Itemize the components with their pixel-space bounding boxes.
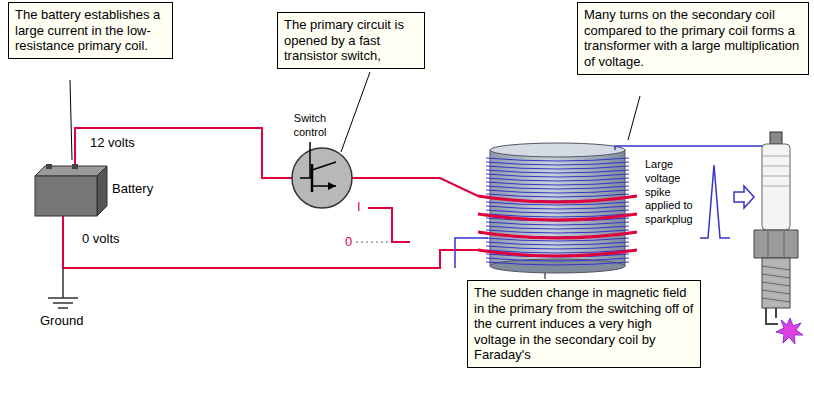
- battery: [35, 164, 107, 216]
- signal-name: I: [357, 199, 367, 215]
- spark: [776, 318, 803, 344]
- secondary-winding: [486, 246, 629, 249]
- callout-text: Many turns on the secondary coil compare…: [584, 7, 802, 69]
- secondary-winding: [486, 206, 629, 209]
- leader-line: [341, 72, 370, 152]
- callout-box: The primary circuit is opened by a fast …: [277, 12, 425, 69]
- callout-box: The sudden change in magnetic field in t…: [467, 280, 701, 368]
- secondary-winding: [486, 194, 629, 197]
- wire: [336, 178, 478, 196]
- transistor-switch: [292, 142, 352, 208]
- callout-text: The primary circuit is opened by a fast …: [284, 17, 418, 64]
- secondary-winding: [486, 174, 629, 177]
- leader-lines: [70, 72, 640, 279]
- secondary-wires: [455, 142, 776, 268]
- secondary-winding: [486, 210, 629, 213]
- primary-winding: [478, 196, 637, 202]
- wire: [615, 142, 776, 150]
- secondary-winding: [486, 186, 629, 189]
- voltage-label: 12 volts: [90, 135, 160, 151]
- leader-line: [70, 80, 72, 160]
- part-name: Battery: [112, 181, 182, 197]
- primary-winding: [478, 250, 637, 256]
- voltage-label: 0 volts: [82, 231, 152, 247]
- secondary-winding: [486, 158, 629, 161]
- spike-note: Large voltage spike applied to sparkplug: [645, 158, 701, 227]
- secondary-winding: [486, 166, 629, 169]
- leader-line: [628, 96, 640, 140]
- secondary-winding: [486, 226, 629, 229]
- ignition-coil: [478, 143, 637, 273]
- wire: [455, 238, 488, 268]
- current-pulse: [356, 208, 410, 242]
- secondary-winding: [486, 162, 629, 165]
- callout-box: Many turns on the secondary coil compare…: [577, 2, 809, 75]
- secondary-winding: [486, 230, 629, 233]
- primary-wires: [63, 128, 478, 268]
- voltage-spike: [700, 165, 730, 238]
- callout-text: The sudden change in magnetic field in t…: [474, 285, 694, 363]
- part-name: Ground: [40, 313, 110, 329]
- secondary-winding: [486, 190, 629, 193]
- secondary-winding: [486, 258, 629, 261]
- wire: [75, 128, 300, 178]
- arrow-symbol: [734, 186, 754, 208]
- secondary-winding: [486, 222, 629, 225]
- callout-text: The battery establishes a large current …: [15, 7, 166, 54]
- secondary-winding: [486, 262, 629, 265]
- secondary-winding: [486, 178, 629, 181]
- secondary-winding: [486, 182, 629, 185]
- ground-symbol: [48, 268, 78, 308]
- secondary-winding: [486, 170, 629, 173]
- sparkplug: [754, 132, 798, 324]
- signal-value: 0: [345, 234, 355, 250]
- primary-winding: [478, 214, 637, 220]
- wire: [63, 215, 478, 268]
- callout-box: The battery establishes a large current …: [8, 2, 173, 59]
- secondary-winding: [486, 242, 629, 245]
- primary-winding: [478, 232, 637, 238]
- part-name: Switch control: [280, 112, 340, 140]
